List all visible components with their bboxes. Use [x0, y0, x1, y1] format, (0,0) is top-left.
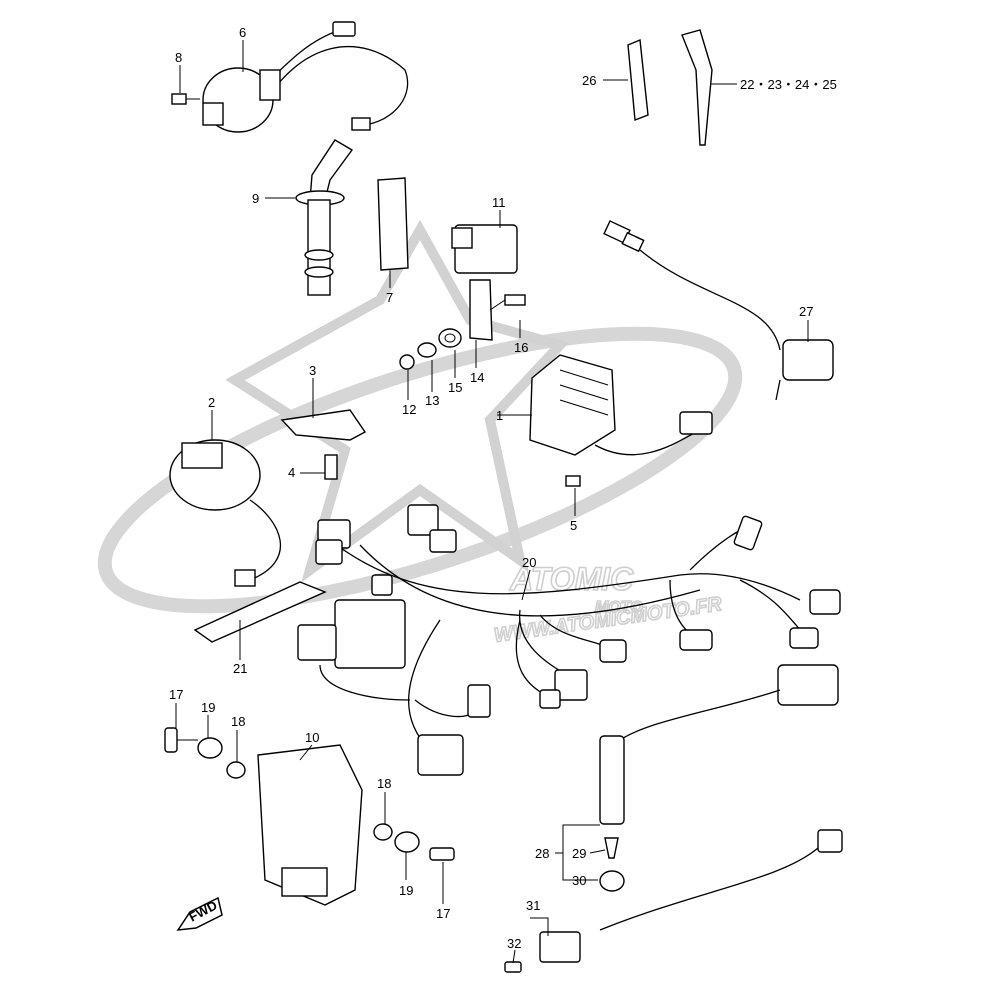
callout-20: 20 [522, 555, 536, 570]
callout-6: 6 [239, 25, 246, 40]
watermark: ATOMIC MOTO WWW.ATOMICMOTO.FR [97, 219, 743, 648]
watermark-sub: MOTO [595, 599, 643, 616]
part-32-fuse [504, 961, 522, 973]
part-22-25-cable-tie [681, 29, 713, 146]
callout-22-25: 22・23・24・25 [740, 77, 837, 92]
part-26-clamp [627, 38, 649, 121]
part-20-wire-harness [297, 504, 841, 776]
callout-7: 7 [386, 290, 393, 305]
callout-29: 29 [572, 846, 586, 861]
part-4-bolt [324, 454, 338, 480]
callout-17-right: 17 [436, 906, 450, 921]
part-3-bracket [280, 409, 367, 441]
parts-17-18-19-left-hardware [164, 727, 246, 779]
part-14-bracket [469, 279, 493, 341]
part-1-regulator [529, 354, 713, 456]
part-5-bolt [565, 475, 581, 487]
part-9-plug-cap [295, 139, 354, 296]
part-11-relay [451, 224, 518, 274]
callout-19-center: 19 [399, 883, 413, 898]
part-21-tape [193, 581, 327, 643]
callout-2: 2 [208, 395, 215, 410]
callout-14: 14 [470, 370, 484, 385]
callout-17-left: 17 [169, 687, 183, 702]
part-7-tape [377, 177, 409, 271]
callout-13: 13 [425, 393, 439, 408]
part-31-fuse-box [539, 829, 843, 963]
part-29-terminal [604, 837, 619, 859]
callout-8: 8 [175, 50, 182, 65]
callout-4: 4 [288, 465, 295, 480]
callout-30: 30 [572, 873, 586, 888]
callout-18-left: 18 [231, 714, 245, 729]
parts-12-13-15-hardware [399, 328, 462, 370]
part-28-cap-harness [599, 664, 839, 825]
callout-5: 5 [570, 518, 577, 533]
callout-11: 11 [492, 195, 506, 210]
callout-19-left: 19 [201, 700, 215, 715]
callout-12: 12 [402, 402, 416, 417]
fwd-arrow-icon: FWD [176, 896, 223, 931]
callout-21: 21 [233, 661, 247, 676]
callout-16: 16 [514, 340, 528, 355]
part-6-ignition-coil [202, 21, 409, 133]
watermark-main: ATOMIC [509, 561, 634, 597]
callout-18-center: 18 [377, 776, 391, 791]
callout-10: 10 [305, 730, 319, 745]
parts-17-18-19-center-hardware [373, 823, 455, 861]
part-27-sensor [603, 220, 834, 401]
callout-15: 15 [448, 380, 462, 395]
callout-3: 3 [309, 363, 316, 378]
callout-32: 32 [507, 936, 521, 951]
part-16-bolt [489, 294, 526, 311]
part-30-grommet [599, 870, 625, 892]
callout-26: 26 [582, 73, 596, 88]
callout-labels: 1 2 3 4 5 6 7 8 9 10 11 12 13 14 15 16 1… [169, 25, 837, 951]
callout-1: 1 [496, 408, 503, 423]
leader-lines [175, 40, 809, 964]
callout-27: 27 [799, 304, 813, 319]
part-10-ecu [257, 744, 363, 906]
callout-31: 31 [526, 898, 540, 913]
part-8-bolt [171, 93, 200, 105]
callout-28: 28 [535, 846, 549, 861]
callout-9: 9 [252, 191, 259, 206]
part-2-condenser [169, 439, 282, 587]
